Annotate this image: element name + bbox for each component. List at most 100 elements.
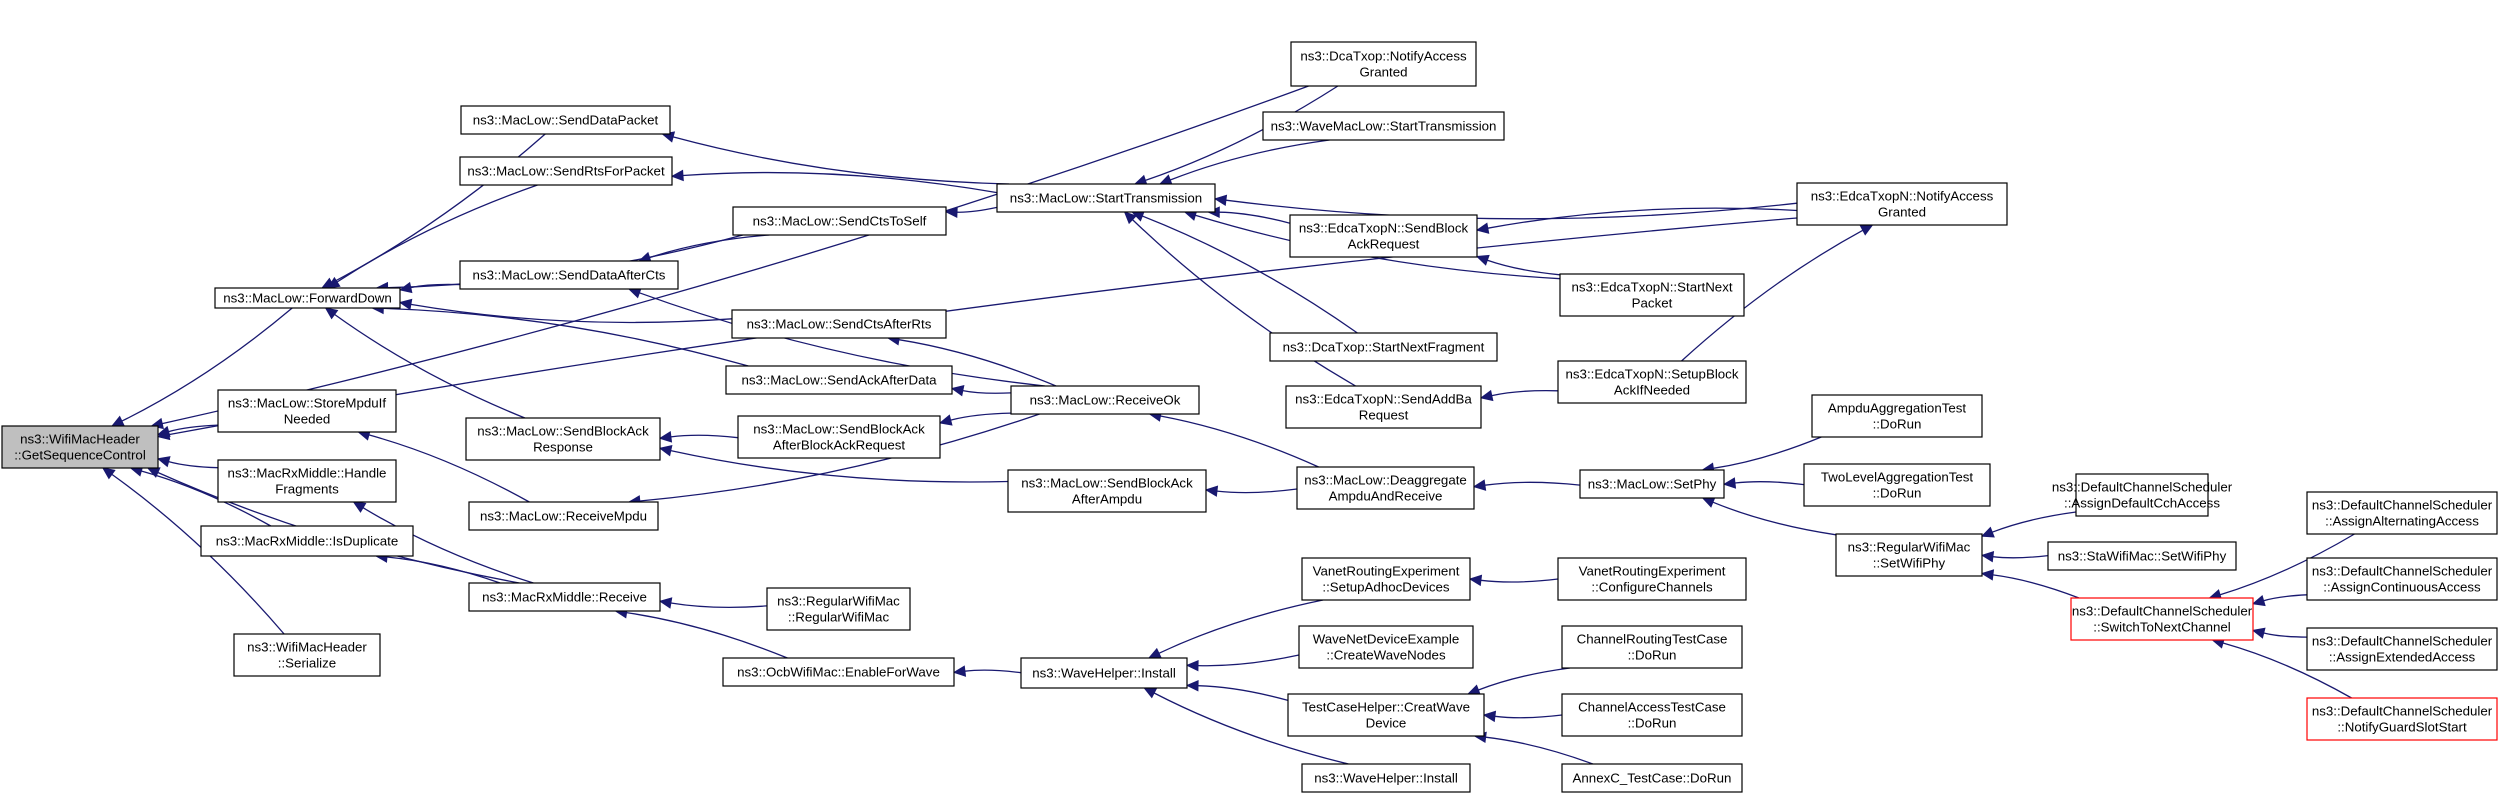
node-serialize[interactable]: ns3::WifiMacHeader::Serialize — [233, 633, 381, 677]
node-box[interactable] — [1262, 111, 1505, 141]
node-box[interactable] — [468, 582, 661, 612]
node-box[interactable] — [1561, 625, 1743, 669]
node-box[interactable] — [732, 206, 947, 236]
node-box[interactable] — [1561, 763, 1743, 793]
node-receiveMpdu[interactable]: ns3::MacLow::ReceiveMpdu — [468, 501, 659, 531]
node-box[interactable] — [1301, 763, 1471, 793]
node-dcaStartNext[interactable]: ns3::DcaTxop::StartNextFragment — [1269, 332, 1498, 362]
node-annexC[interactable]: AnnexC_TestCase::DoRun — [1561, 763, 1743, 793]
node-box[interactable] — [1298, 625, 1474, 669]
node-defNotifyGuard[interactable]: ns3::DefaultChannelScheduler::NotifyGuar… — [2306, 697, 2498, 741]
node-isDup[interactable]: ns3::MacRxMiddle::IsDuplicate — [200, 525, 414, 557]
node-root[interactable]: ns3::WifiMacHeader::GetSequenceControl — [1, 425, 159, 469]
node-box[interactable] — [731, 309, 947, 339]
node-sendBAAfterBAR[interactable]: ns3::MacLow::SendBlockAckAfterBlockAckRe… — [737, 415, 941, 459]
node-box[interactable] — [233, 633, 381, 677]
node-box[interactable] — [1289, 214, 1478, 258]
node-box[interactable] — [1557, 557, 1747, 601]
node-defAssignExt[interactable]: ns3::DefaultChannelScheduler::AssignExte… — [2306, 627, 2498, 671]
node-box[interactable] — [1301, 557, 1471, 601]
node-box[interactable] — [1561, 693, 1743, 737]
node-box[interactable] — [725, 365, 953, 395]
node-forwardDown[interactable]: ns3::MacLow::ForwardDown — [214, 287, 401, 309]
node-ampduTest[interactable]: AmpduAggregationTest::DoRun — [1811, 394, 1983, 438]
node-box[interactable] — [1579, 469, 1725, 499]
node-box[interactable] — [1811, 394, 1983, 438]
node-box[interactable] — [2070, 597, 2254, 641]
node-box[interactable] — [217, 389, 397, 433]
node-waveInstall2[interactable]: ns3::WaveHelper::Install — [1301, 763, 1471, 793]
node-box[interactable] — [1296, 466, 1475, 510]
node-box[interactable] — [1010, 385, 1200, 415]
node-box[interactable] — [1020, 657, 1188, 689]
node-staSetWifiPhy[interactable]: ns3::StaWifiMac::SetWifiPhy — [2047, 541, 2237, 571]
node-box[interactable] — [1269, 332, 1498, 362]
node-setPhy[interactable]: ns3::MacLow::SetPhy — [1579, 469, 1725, 499]
node-box[interactable] — [1290, 41, 1477, 87]
node-box[interactable] — [468, 501, 659, 531]
node-box[interactable] — [2306, 627, 2498, 671]
node-box[interactable] — [214, 287, 401, 309]
node-box[interactable] — [200, 525, 414, 557]
node-box[interactable] — [1559, 273, 1745, 317]
node-box[interactable] — [1557, 360, 1747, 404]
node-defSwitch[interactable]: ns3::DefaultChannelScheduler::SwitchToNe… — [2070, 597, 2254, 641]
node-vanetSetup[interactable]: VanetRoutingExperiment::SetupAdhocDevice… — [1301, 557, 1471, 601]
node-box[interactable] — [465, 417, 661, 461]
node-box[interactable] — [1835, 533, 1983, 577]
node-box[interactable] — [2306, 491, 2498, 535]
node-box[interactable] — [766, 587, 911, 631]
node-box[interactable] — [737, 415, 941, 459]
node-box[interactable] — [2306, 557, 2498, 601]
node-box[interactable] — [459, 260, 679, 290]
node-box[interactable] — [2075, 473, 2209, 517]
node-startTx[interactable]: ns3::MacLow::StartTransmission — [996, 183, 1216, 213]
node-box[interactable] — [217, 459, 397, 503]
node-sendDataAfterCts[interactable]: ns3::MacLow::SendDataAfterCts — [459, 260, 679, 290]
node-vanetConfig[interactable]: VanetRoutingExperiment::ConfigureChannel… — [1557, 557, 1747, 601]
node-waveMacStartTx[interactable]: ns3::WaveMacLow::StartTransmission — [1262, 111, 1505, 141]
node-defAssignAlt[interactable]: ns3::DefaultChannelScheduler::AssignAlte… — [2306, 491, 2498, 535]
node-twoLevelTest[interactable]: TwoLevelAggregationTest::DoRun — [1803, 463, 1991, 507]
node-defAssignCont[interactable]: ns3::DefaultChannelScheduler::AssignCont… — [2306, 557, 2498, 601]
node-sendAckAfterData[interactable]: ns3::MacLow::SendAckAfterData — [725, 365, 953, 395]
node-sendCtsAfterRts[interactable]: ns3::MacLow::SendCtsAfterRts — [731, 309, 947, 339]
node-box[interactable] — [1, 425, 159, 469]
node-box[interactable] — [1285, 385, 1482, 429]
node-regSetWifiPhy[interactable]: ns3::RegularWifiMac::SetWifiPhy — [1835, 533, 1983, 577]
node-waveInstall[interactable]: ns3::WaveHelper::Install — [1020, 657, 1188, 689]
node-box[interactable] — [2047, 541, 2237, 571]
node-box[interactable] — [1007, 469, 1207, 513]
node-box[interactable] — [722, 657, 955, 687]
node-ocbEnable[interactable]: ns3::OcbWifiMac::EnableForWave — [722, 657, 955, 687]
node-sendRts[interactable]: ns3::MacLow::SendRtsForPacket — [459, 156, 673, 186]
node-defAssignCch[interactable]: ns3::DefaultChannelScheduler::AssignDefa… — [2052, 473, 2233, 517]
node-box[interactable] — [1287, 693, 1485, 737]
node-box[interactable] — [460, 105, 671, 135]
node-receiveOk[interactable]: ns3::MacLow::ReceiveOk — [1010, 385, 1200, 415]
node-rxMiddleReceive[interactable]: ns3::MacRxMiddle::Receive — [468, 582, 661, 612]
node-box[interactable] — [1803, 463, 1991, 507]
node-chanAccess[interactable]: ChannelAccessTestCase::DoRun — [1561, 693, 1743, 737]
node-box[interactable] — [996, 183, 1216, 213]
node-regWifiMac[interactable]: ns3::RegularWifiMac::RegularWifiMac — [766, 587, 911, 631]
node-box[interactable] — [459, 156, 673, 186]
node-chanRouting[interactable]: ChannelRoutingTestCase::DoRun — [1561, 625, 1743, 669]
node-waveNetCreate[interactable]: WaveNetDeviceExample::CreateWaveNodes — [1298, 625, 1474, 669]
node-box[interactable] — [2306, 697, 2498, 741]
node-sendDataPacket[interactable]: ns3::MacLow::SendDataPacket — [460, 105, 671, 135]
node-box[interactable] — [1796, 182, 2008, 226]
node-sendCtsToSelf[interactable]: ns3::MacLow::SendCtsToSelf — [732, 206, 947, 236]
